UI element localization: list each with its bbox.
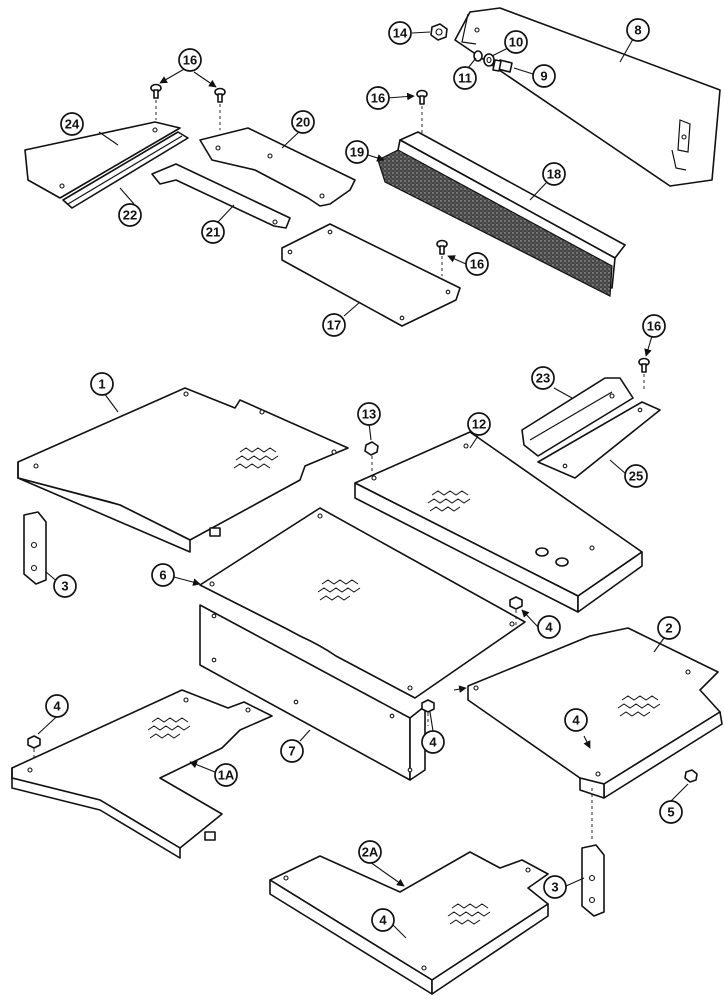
callout-4-e: 4 — [371, 908, 395, 932]
screw-16-group — [150, 83, 650, 392]
callout-20: 20 — [291, 110, 315, 134]
part-21-bracket — [151, 163, 291, 229]
part-19-foam-strip — [377, 149, 613, 297]
callout-4-a: 4 — [537, 615, 561, 639]
part-1-clip — [209, 527, 221, 537]
svg-text:24: 24 — [65, 117, 80, 132]
svg-text:16: 16 — [647, 319, 661, 334]
svg-text:13: 13 — [362, 407, 376, 422]
callout-10: 10 — [504, 30, 528, 54]
svg-text:25: 25 — [629, 469, 643, 484]
part-7-box — [199, 604, 426, 781]
part-8-cover — [454, 7, 721, 187]
callout-7: 7 — [280, 739, 304, 763]
callout-12: 12 — [467, 412, 491, 436]
svg-text:14: 14 — [393, 26, 408, 41]
callout-1: 1 — [90, 372, 114, 396]
callout-2: 2 — [657, 616, 681, 640]
svg-text:17: 17 — [327, 318, 341, 333]
svg-text:1A: 1A — [218, 768, 235, 783]
callout-25: 25 — [624, 464, 648, 488]
part-17-cover-plate — [281, 223, 461, 327]
svg-text:18: 18 — [547, 167, 561, 182]
svg-text:16: 16 — [371, 91, 385, 106]
callout-13: 13 — [357, 402, 381, 426]
svg-text:20: 20 — [296, 115, 310, 130]
svg-text:23: 23 — [536, 371, 550, 386]
callout-1a: 1A — [214, 763, 238, 787]
svg-text:4: 4 — [545, 620, 553, 635]
part-6-plate — [199, 507, 526, 699]
svg-text:10: 10 — [509, 35, 523, 50]
svg-text:2: 2 — [665, 621, 672, 636]
part-20-plate — [199, 127, 356, 207]
leader-lines — [37, 31, 689, 939]
callout-22: 22 — [118, 203, 142, 227]
svg-text:4: 4 — [53, 699, 61, 714]
callout-18: 18 — [542, 162, 566, 186]
callout-11: 11 — [453, 66, 477, 90]
callout-16-b: 16 — [366, 86, 390, 110]
svg-text:6: 6 — [159, 568, 166, 583]
callout-4-b: 4 — [421, 730, 445, 754]
svg-text:19: 19 — [350, 145, 364, 160]
callout-3-b: 3 — [543, 875, 567, 899]
callout-4-d: 4 — [45, 694, 69, 718]
callout-3-a: 3 — [53, 574, 77, 598]
callout-21: 21 — [201, 220, 225, 244]
part-1a-panel — [11, 689, 273, 859]
svg-text:7: 7 — [288, 744, 295, 759]
callout-23: 23 — [531, 366, 555, 390]
svg-text:9: 9 — [540, 69, 547, 84]
part-24-plate — [24, 121, 181, 199]
callout-16-c: 16 — [465, 252, 489, 276]
hardware-10-11-washers — [473, 50, 495, 67]
svg-text:3: 3 — [61, 579, 68, 594]
part-1-panel — [17, 387, 349, 553]
svg-text:21: 21 — [206, 225, 220, 240]
callout-24: 24 — [60, 112, 84, 136]
svg-text:3: 3 — [551, 880, 558, 895]
part-2-panel — [467, 627, 723, 799]
callout-16-a: 16 — [178, 48, 202, 72]
part-12-panel — [354, 431, 643, 613]
svg-text:22: 22 — [123, 208, 137, 223]
svg-text:4: 4 — [572, 713, 580, 728]
hardware-14-nut — [430, 23, 448, 41]
callout-14: 14 — [388, 21, 412, 45]
svg-text:5: 5 — [667, 805, 674, 820]
part-23-channel — [521, 377, 634, 457]
part-2a-panel — [269, 851, 549, 995]
nut-5 — [591, 769, 698, 840]
callout-19: 19 — [345, 140, 369, 164]
callout-5: 5 — [659, 800, 683, 824]
part-25-strip — [537, 401, 661, 479]
part-3-bracket-left — [23, 511, 47, 585]
callout-4-c: 4 — [564, 708, 588, 732]
callout-2a: 2A — [358, 840, 382, 864]
svg-text:1: 1 — [98, 377, 105, 392]
svg-text:8: 8 — [634, 23, 641, 38]
svg-text:12: 12 — [472, 417, 486, 432]
callout-8: 8 — [626, 18, 650, 42]
screw-13 — [364, 441, 379, 474]
svg-text:16: 16 — [470, 257, 484, 272]
part-3-bracket-right — [581, 844, 605, 917]
hardware-9-bolt — [492, 59, 513, 73]
callout-17: 17 — [322, 313, 346, 337]
callout-16-d: 16 — [642, 314, 666, 338]
callout-6: 6 — [151, 563, 175, 587]
callout-9: 9 — [532, 64, 556, 88]
svg-text:4: 4 — [429, 735, 437, 750]
svg-text:2A: 2A — [362, 845, 379, 860]
svg-text:11: 11 — [458, 71, 472, 86]
part-22-rail — [62, 131, 189, 209]
svg-text:4: 4 — [379, 913, 387, 928]
svg-text:16: 16 — [183, 53, 197, 68]
